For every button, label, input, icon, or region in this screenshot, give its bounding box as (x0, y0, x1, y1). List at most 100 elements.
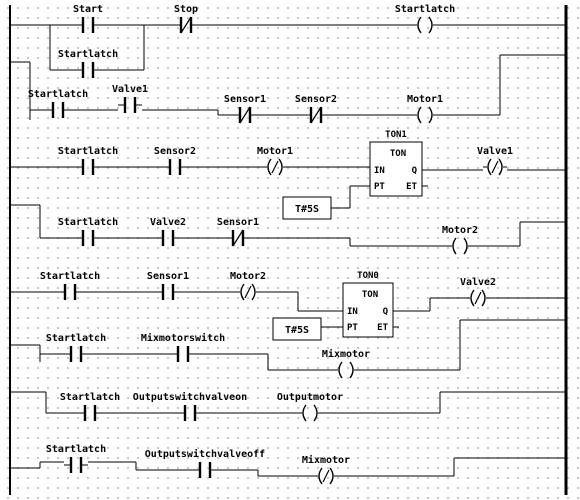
coil-arc-left (417, 16, 422, 34)
coil-neg-slash (322, 469, 330, 483)
contact-label: Startlatch (60, 392, 120, 403)
contact-label: Valve2 (150, 217, 186, 228)
nc-slash (239, 106, 251, 124)
coil-mixmotor-6[interactable]: Mixmotor (322, 348, 370, 379)
contact-nc-sensor1-4[interactable]: Sensor1 (217, 217, 259, 247)
timer-output-et: ET (377, 323, 388, 333)
nc-slash (180, 16, 192, 34)
coil-neg-valve1[interactable]: Valve1 (477, 146, 513, 176)
contact-startlatch-3[interactable]: Startlatch (58, 146, 118, 175)
timer-block-type: TON (390, 149, 406, 159)
contact-startlatch-1b[interactable]: Startlatch (58, 49, 118, 78)
coil-label: Motor1 (257, 146, 293, 157)
coil-neg-motor1[interactable]: Motor1 (257, 146, 293, 176)
contact-startlatch-8[interactable]: Startlatch (46, 444, 106, 473)
contact-nc-sensor2-2[interactable]: Sensor2 (295, 94, 337, 124)
coil-startlatch[interactable]: Startlatch (395, 4, 455, 34)
coil-label: Outputmotor (277, 392, 343, 403)
ton1-preset-box[interactable]: T#5S (282, 196, 332, 220)
contact-label: Start (73, 4, 103, 15)
coil-label: Startlatch (395, 4, 455, 15)
contact-label: Startlatch (46, 444, 106, 455)
rung-wires (10, 24, 566, 477)
contact-outputswitchvalveon[interactable]: Outputswitchvalveon (133, 391, 247, 421)
contact-outputswitchvalveoff[interactable]: Outputswitchvalveoff (145, 448, 265, 478)
timer-input-pt: PT (374, 182, 385, 192)
contact-stop[interactable]: Stop (174, 4, 198, 34)
timer-block-body (369, 141, 423, 197)
contact-label: Sensor1 (224, 94, 266, 105)
contact-label: Sensor1 (217, 217, 259, 228)
contact-sensor1-5[interactable]: Sensor1 (147, 271, 189, 300)
coil-arc-right (428, 16, 433, 34)
contact-label: Startlatch (58, 217, 118, 228)
power-rails (9, 5, 568, 495)
coil-motor1[interactable]: Motor1 (407, 94, 443, 124)
coil-motor2[interactable]: Motor2 (442, 225, 478, 255)
coil-arc-left (240, 283, 245, 301)
contact-label: Valve1 (112, 84, 148, 95)
contact-startlatch-5[interactable]: Startlatch (40, 271, 100, 300)
timer-block-title: TON0 (357, 271, 379, 281)
coil-arc-left (470, 289, 475, 307)
timer-output-q: Q (383, 307, 389, 317)
timer-input-in: IN (374, 166, 385, 176)
coil-arc-right (481, 289, 486, 307)
coil-arc-right (313, 404, 318, 422)
contact-label: Startlatch (28, 89, 88, 100)
coil-arc-left (417, 106, 422, 124)
coil-label: Motor1 (407, 94, 443, 105)
timer-output-et: ET (406, 182, 417, 192)
nc-slash (310, 106, 322, 124)
contact-start[interactable]: Start (73, 4, 103, 33)
contact-valve2[interactable]: Valve2 (150, 217, 186, 246)
preset-box (282, 196, 332, 220)
coil-arc-left (302, 404, 307, 422)
contact-startlatch-7[interactable]: Startlatch (60, 392, 120, 421)
coil-neg-valve2[interactable]: Valve2 (460, 277, 496, 307)
contact-valve1[interactable]: Valve1 (112, 84, 148, 113)
ton0-preset-box[interactable]: T#5S (272, 317, 322, 341)
coil-arc-left (338, 361, 343, 379)
coil-neg-slash (474, 291, 482, 305)
coil-label: Motor2 (230, 271, 266, 282)
coil-arc-left (318, 467, 323, 485)
contact-sensor2-3[interactable]: Sensor2 (154, 146, 196, 175)
timer-output-q: Q (412, 166, 418, 176)
coil-arc-right (251, 283, 256, 301)
contact-label: Mixmotorswitch (141, 332, 225, 344)
coil-outputmotor[interactable]: Outputmotor (277, 392, 343, 422)
contact-label: Sensor1 (147, 271, 189, 282)
contact-label: Sensor2 (295, 94, 337, 105)
contact-nc-sensor1-2[interactable]: Sensor1 (224, 94, 266, 124)
coil-arc-right (428, 106, 433, 124)
contact-startlatch-2[interactable]: Startlatch (28, 89, 88, 118)
timer-block-type: TON (362, 290, 378, 300)
contact-label: Startlatch (58, 146, 118, 157)
contact-label: Startlatch (58, 49, 118, 60)
coil-neg-slash (271, 160, 279, 174)
preset-box (272, 317, 322, 341)
coil-arc-left (267, 158, 272, 176)
contact-label: Startlatch (40, 271, 100, 282)
coil-label: Mixmotor (302, 454, 350, 466)
contact-startlatch-4[interactable]: Startlatch (58, 217, 118, 246)
contact-startlatch-6[interactable]: Startlatch (46, 333, 106, 362)
coil-neg-slash (244, 285, 252, 299)
coil-label: Mixmotor (322, 348, 370, 360)
coil-label: Valve1 (477, 146, 513, 157)
coil-arc-right (349, 361, 354, 379)
coil-neg-mixmotor[interactable]: Mixmotor (302, 454, 350, 485)
contact-label: Sensor2 (154, 146, 196, 157)
contact-label: Stop (174, 4, 198, 15)
coil-arc-right (463, 237, 468, 255)
coil-neg-motor2[interactable]: Motor2 (230, 271, 266, 301)
contact-mixmotorswitch[interactable]: Mixmotorswitch (141, 332, 225, 362)
nc-slash (232, 229, 244, 247)
coil-arc-right (498, 158, 503, 176)
coil-label: Valve2 (460, 277, 496, 288)
